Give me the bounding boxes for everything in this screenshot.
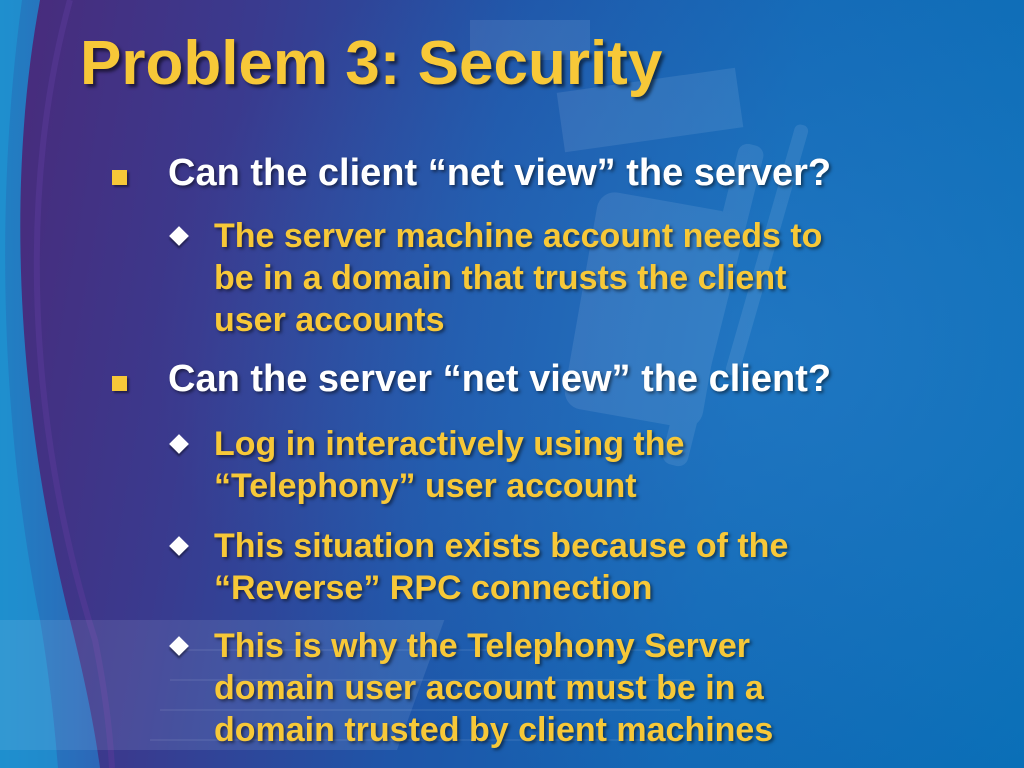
bullet-line: “Telephony” user account: [214, 467, 637, 505]
level2-bullet-text: This is why the Telephony Server domain …: [214, 625, 974, 751]
bullet-line: “Reverse” RPC connection: [214, 569, 653, 607]
bullet-line: be in a domain that trusts the client: [214, 259, 787, 297]
bullet-line: This situation exists because of the: [214, 527, 789, 565]
level2-bullet-text: The server machine account needs to be i…: [214, 215, 974, 341]
square-bullet-icon: [112, 376, 127, 391]
bullet-line: This is why the Telephony Server: [214, 627, 750, 665]
bullet-line: Log in interactively using the: [214, 425, 685, 463]
bullet-line: domain trusted by client machines: [214, 711, 774, 749]
level1-bullet-text: Can the client “net view” the server?: [168, 152, 832, 194]
bullet-line: user accounts: [214, 301, 445, 339]
bullet-line: domain user account must be in a: [214, 669, 764, 707]
level2-bullet-text: Log in interactively using the “Telephon…: [214, 423, 974, 507]
slide-title: Problem 3: Security: [80, 29, 663, 98]
level2-bullet-text: This situation exists because of the “Re…: [214, 525, 974, 609]
level1-bullet-text: Can the server “net view” the client?: [168, 358, 832, 400]
bullet-line: The server machine account needs to: [214, 217, 823, 255]
square-bullet-icon: [112, 170, 127, 185]
